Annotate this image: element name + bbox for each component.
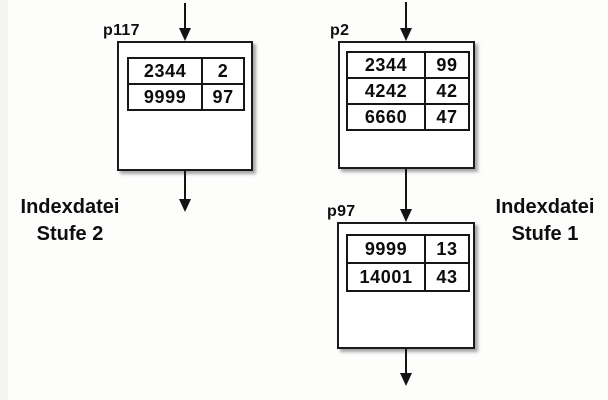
key-cell: 2344	[126, 57, 204, 85]
node-label-p2: p2	[330, 22, 350, 39]
arrow-p2-to-p97-line	[405, 169, 407, 210]
pointer-cell: 42	[424, 77, 470, 105]
pointer-cell: 2	[201, 57, 245, 85]
arrow-into-p2-head	[400, 28, 412, 41]
key-cell: 2344	[345, 51, 427, 79]
table-row: 2344 2	[126, 57, 245, 85]
caption-line: Stufe 2	[36, 223, 104, 245]
index-table-p97: 9999 13 14001 43	[345, 234, 470, 292]
arrow-p2-to-p97-head	[400, 209, 412, 222]
table-row: 9999 97	[126, 83, 245, 111]
pointer-cell: 43	[424, 262, 470, 292]
page-edge-strip	[0, 0, 8, 400]
arrow-out-p117-head	[179, 199, 191, 212]
table-row: 6660 47	[345, 103, 470, 131]
table-row: 4242 42	[345, 77, 470, 105]
pointer-cell: 47	[424, 103, 470, 131]
key-cell: 9999	[345, 234, 427, 264]
caption-line: Stufe 1	[511, 223, 579, 245]
key-cell: 14001	[345, 262, 427, 292]
arrow-out-p117-line	[184, 171, 186, 200]
caption-index-level-1: Indexdatei Stufe 1	[480, 194, 608, 248]
node-label-p97: p97	[327, 203, 356, 220]
index-table-p2: 2344 99 4242 42 6660 47	[345, 51, 470, 131]
table-row: 2344 99	[345, 51, 470, 79]
caption-line: Indexdatei	[495, 196, 595, 218]
arrow-out-p97-head	[400, 373, 412, 386]
pointer-cell: 99	[424, 51, 470, 79]
arrow-into-p117-head	[179, 28, 191, 41]
key-cell: 4242	[345, 77, 427, 105]
arrow-into-p117-line	[184, 3, 186, 29]
pointer-cell: 97	[201, 83, 245, 111]
arrow-into-p2-line	[405, 2, 407, 29]
index-table-p117: 2344 2 9999 97	[126, 57, 245, 111]
table-row: 14001 43	[345, 262, 470, 292]
caption-index-level-2: Indexdatei Stufe 2	[5, 194, 135, 248]
key-cell: 6660	[345, 103, 427, 131]
caption-line: Indexdatei	[20, 196, 120, 218]
table-row: 9999 13	[345, 234, 470, 264]
key-cell: 9999	[126, 83, 204, 111]
arrow-out-p97-line	[405, 349, 407, 374]
pointer-cell: 13	[424, 234, 470, 264]
node-label-p117: p117	[103, 22, 140, 39]
